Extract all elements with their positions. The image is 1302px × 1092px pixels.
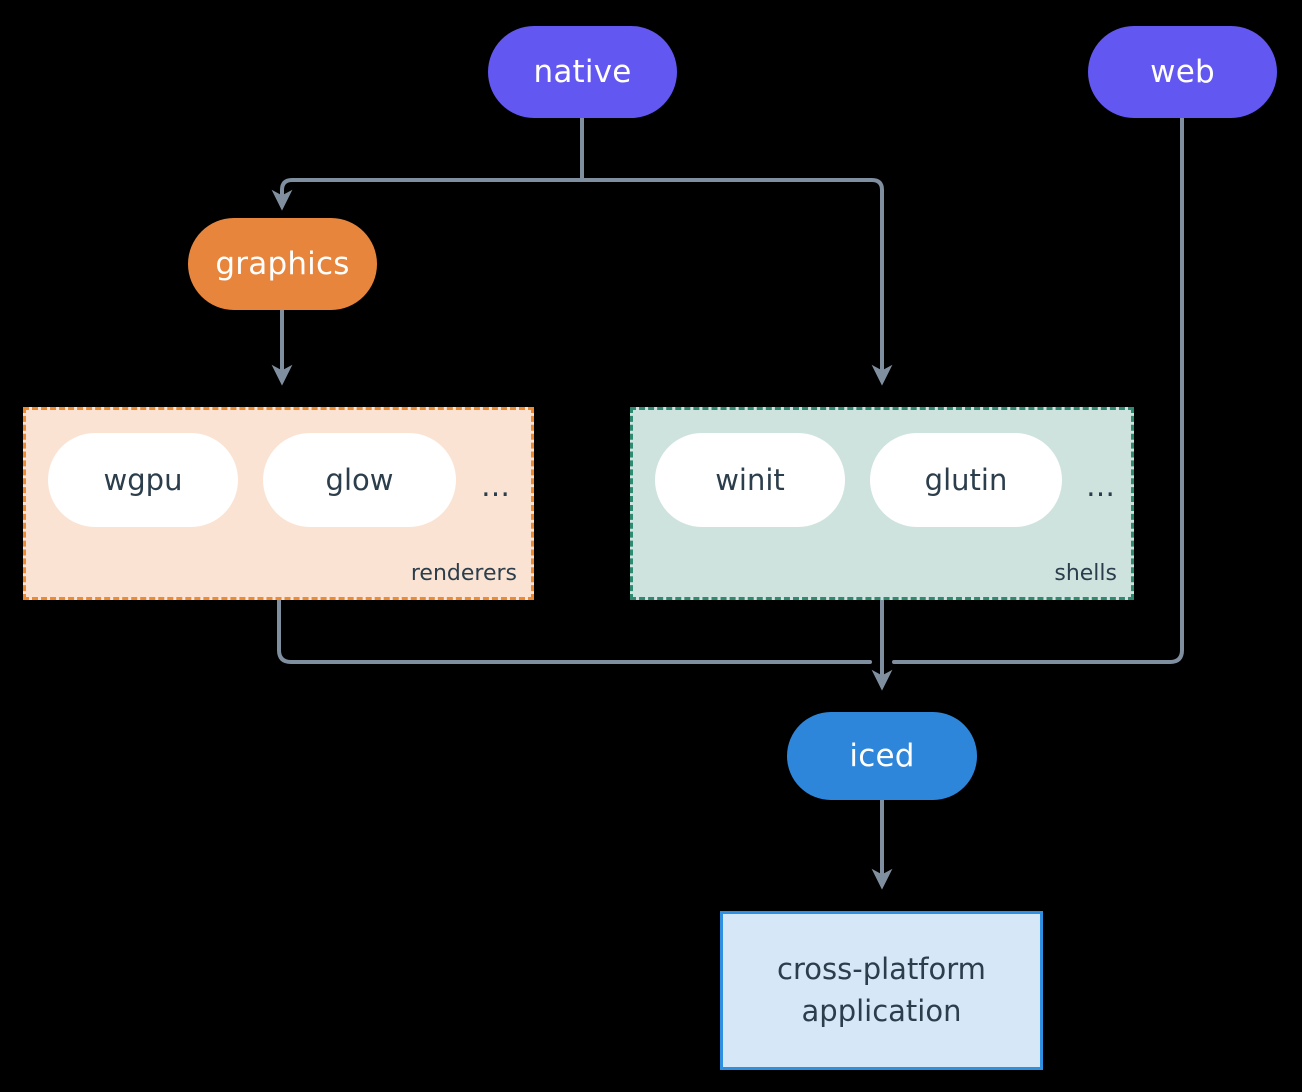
node-web-label: web [1150, 53, 1215, 90]
node-web[interactable]: web [1088, 26, 1277, 118]
group-shells-label: shells [1054, 561, 1117, 586]
leaf-glutin[interactable]: glutin [870, 433, 1062, 527]
node-application-label-line1: cross-platform [777, 952, 986, 987]
leaf-wgpu[interactable]: wgpu [48, 433, 238, 527]
edge-native-to-shells [580, 178, 893, 386]
renderers-ellipsis: … [481, 469, 510, 503]
node-native[interactable]: native [488, 26, 677, 118]
node-graphics[interactable]: graphics [188, 218, 377, 310]
group-renderers-label: renderers [410, 561, 517, 586]
group-renderers: wgpu glow … renderers [23, 407, 534, 600]
leaf-winit-label: winit [715, 463, 785, 497]
leaf-glow[interactable]: glow [263, 433, 456, 527]
node-application-label-line2: application [801, 993, 962, 1028]
node-iced-label: iced [849, 737, 915, 774]
edge-native-to-graphics [271, 116, 584, 211]
node-iced[interactable]: iced [787, 712, 977, 800]
node-native-label: native [533, 53, 632, 90]
leaf-glow-label: glow [325, 463, 394, 497]
shells-ellipsis: … [1086, 469, 1115, 503]
leaf-glutin-label: glutin [924, 463, 1008, 497]
edge-renderers-to-iced [277, 598, 872, 664]
group-shells: winit glutin … shells [630, 407, 1134, 600]
node-graphics-label: graphics [215, 245, 350, 282]
node-application[interactable]: cross-platform application [720, 911, 1043, 1070]
leaf-winit[interactable]: winit [655, 433, 845, 527]
leaf-wgpu-label: wgpu [103, 463, 183, 497]
